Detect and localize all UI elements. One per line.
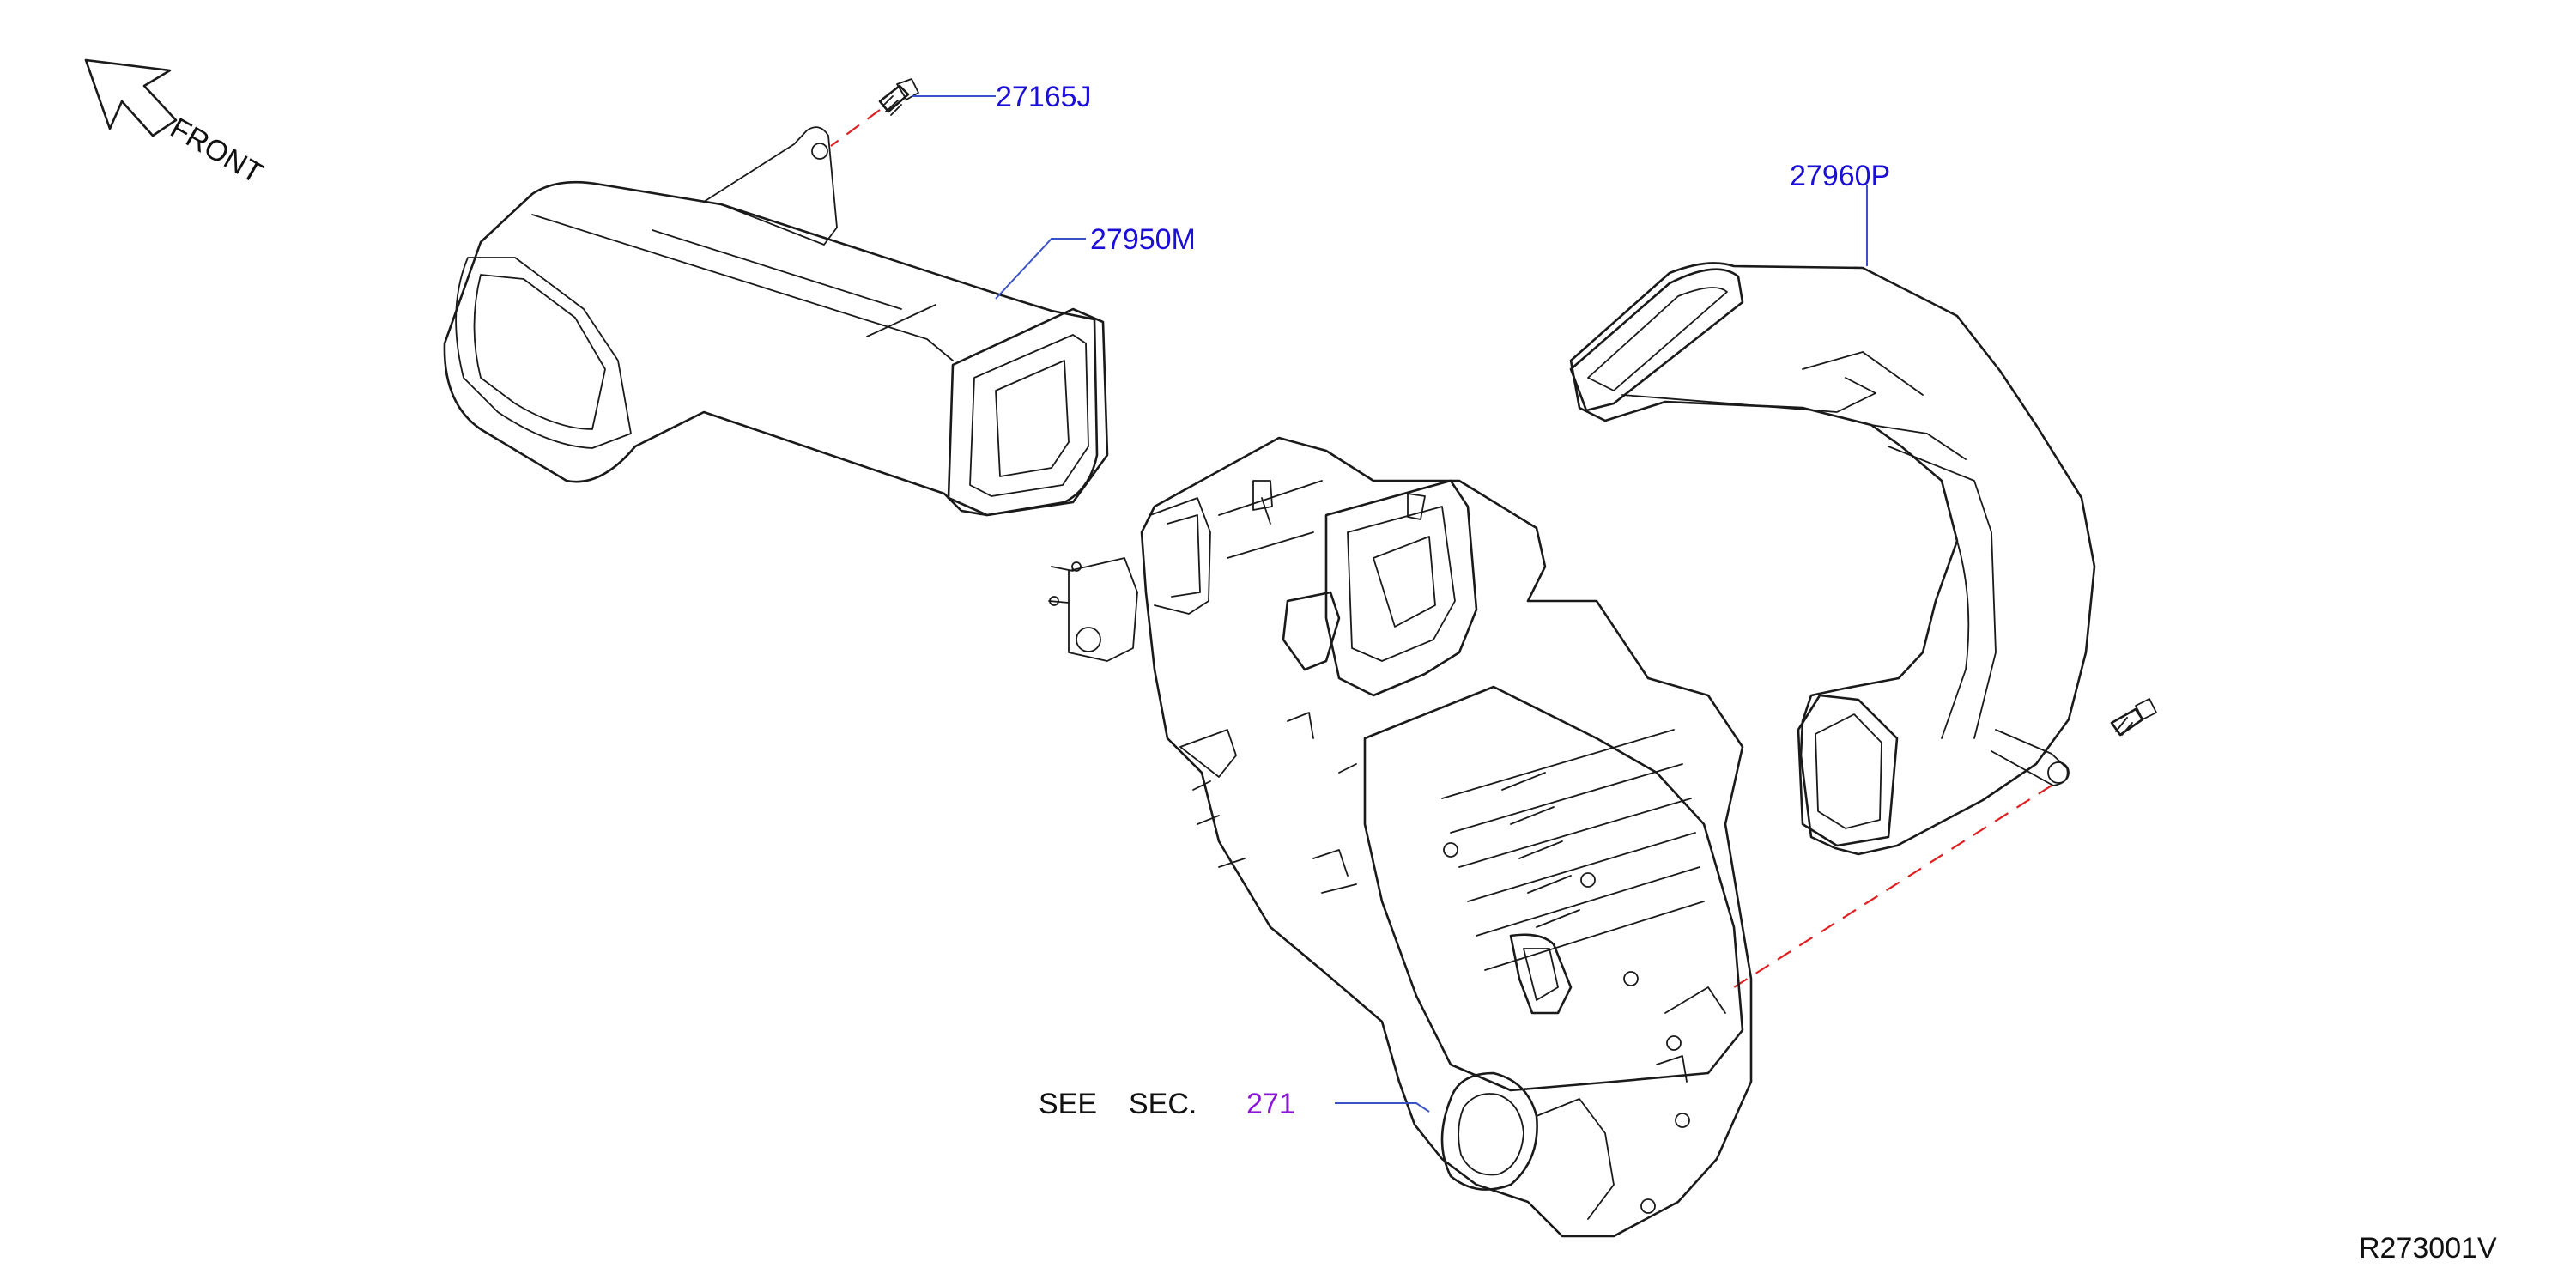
right-air-duct [1569, 262, 2096, 856]
front-label: FRONT [165, 112, 268, 190]
leader-sec-271 [1335, 1102, 1430, 1113]
leader-27950M [995, 238, 1086, 300]
upper-bolt [878, 78, 919, 116]
upper-air-duct [443, 126, 1109, 517]
section-ref-number[interactable]: 271 [1246, 1088, 1295, 1120]
heater-unit-housing [1048, 436, 1753, 1238]
callout-27950M: 27950M [1090, 223, 1196, 256]
section-ref-see: SEE [1039, 1088, 1097, 1120]
callout-27165J: 27165J [996, 81, 1092, 113]
lower-bolt [2110, 698, 2157, 737]
upper-bolt-dash [830, 109, 881, 147]
callout-27960P: 27960P [1790, 160, 1890, 192]
diagram-id: R273001V [2359, 1232, 2497, 1265]
front-arrow-icon [84, 58, 178, 137]
lower-bolt-dash [1733, 785, 2052, 988]
section-ref-sec: SEC. [1129, 1088, 1197, 1120]
